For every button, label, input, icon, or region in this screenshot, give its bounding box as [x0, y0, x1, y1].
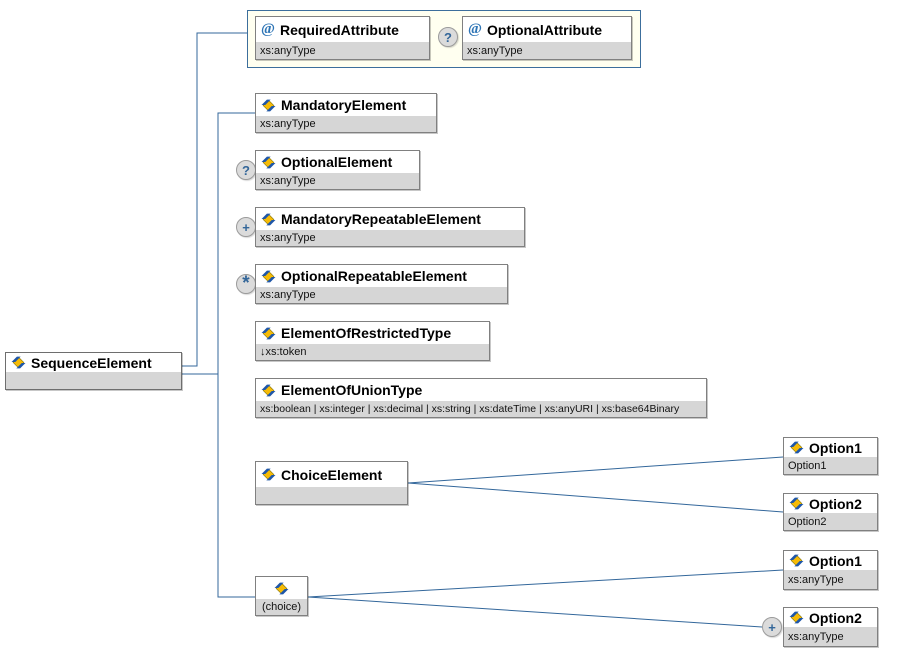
connector-trunk-elements [217, 112, 255, 598]
node-title-row: Option1 [784, 551, 877, 570]
element-icon [261, 384, 276, 397]
node-label: OptionalRepeatableElement [281, 268, 467, 284]
element-icon [261, 99, 276, 112]
node-title-row: ChoiceElement [256, 462, 407, 487]
element-icon [261, 468, 276, 481]
node-title-row: SequenceElement [6, 353, 181, 372]
node-option1-choice[interactable]: Option1 Option1 [783, 437, 878, 475]
node-type-empty [256, 487, 407, 504]
node-label: ElementOfUnionType [281, 382, 423, 398]
node-type: Option2 [784, 513, 877, 530]
connector-root-to-attributes [182, 32, 247, 367]
node-title-row [256, 577, 307, 599]
element-icon [789, 554, 804, 567]
node-type: xs:boolean | xs:integer | xs:decimal | x… [256, 401, 706, 417]
node-type: xs:anyType [784, 570, 877, 589]
node-option2-group[interactable]: Option2 xs:anyType [783, 607, 878, 647]
node-label: ElementOfRestrictedType [281, 325, 452, 341]
node-type: xs:anyType [256, 173, 419, 189]
node-sequenceelement[interactable]: SequenceElement [5, 352, 182, 390]
node-title-row: Option2 [784, 494, 877, 513]
badge-optional-occurrence: ? [236, 160, 256, 180]
node-title-row: OptionalElement [256, 151, 419, 173]
element-icon [11, 356, 26, 369]
node-label: SequenceElement [31, 354, 152, 371]
attribute-icon: @ [468, 21, 482, 37]
node-label: RequiredAttribute [279, 21, 399, 38]
node-type: xs:anyType [256, 42, 429, 59]
badge-one-or-more-option2: + [762, 617, 782, 637]
node-title-row: OptionalRepeatableElement [256, 265, 507, 287]
node-title-row: Option1 [784, 438, 877, 457]
node-label: ChoiceElement [281, 466, 383, 483]
node-title-row: Option2 [784, 608, 877, 627]
element-icon [261, 156, 276, 169]
badge-zero-or-more: * [236, 274, 256, 294]
node-optionalrepeatableelement[interactable]: OptionalRepeatableElement xs:anyType [255, 264, 508, 304]
node-type-empty [6, 372, 181, 389]
node-mandatoryrepeatableelement[interactable]: MandatoryRepeatableElement xs:anyType [255, 207, 525, 247]
node-type: Option1 [784, 457, 877, 474]
element-icon [261, 270, 276, 283]
node-label: Option1 [809, 439, 862, 456]
badge-optional-attribute: ? [438, 27, 458, 47]
connector-choice-to-option1-top [407, 456, 784, 484]
element-icon [261, 213, 276, 226]
node-elementofuniontype[interactable]: ElementOfUnionType xs:boolean | xs:integ… [255, 378, 707, 418]
element-icon [789, 497, 804, 510]
connector-choicegroup-to-option2-bottom [307, 596, 763, 628]
element-icon [789, 611, 804, 624]
node-type: xs:anyType [784, 627, 877, 646]
element-icon [261, 327, 276, 340]
node-type: xs:anyType [463, 42, 631, 59]
node-option1-group[interactable]: Option1 xs:anyType [783, 550, 878, 590]
node-type: xs:anyType [256, 116, 436, 132]
node-choice-group[interactable]: (choice) [255, 576, 308, 616]
attribute-icon: @ [261, 21, 275, 37]
badge-one-or-more: + [236, 217, 256, 237]
node-type: (choice) [256, 599, 307, 615]
node-mandatoryelement[interactable]: MandatoryElement xs:anyType [255, 93, 437, 133]
node-type: ↓xs:token [256, 344, 489, 360]
node-title-row: MandatoryRepeatableElement [256, 208, 524, 230]
node-optionalelement[interactable]: OptionalElement xs:anyType [255, 150, 420, 190]
connector-choice-to-option2-top [407, 482, 784, 513]
node-label: Option2 [809, 609, 862, 626]
node-title-row: ElementOfRestrictedType [256, 322, 489, 344]
element-icon [789, 441, 804, 454]
node-type: xs:anyType [256, 230, 524, 246]
node-title-row: @ OptionalAttribute [463, 17, 631, 42]
node-title-row: @ RequiredAttribute [256, 17, 429, 42]
node-requiredattribute[interactable]: @ RequiredAttribute xs:anyType [255, 16, 430, 60]
node-type: xs:anyType [256, 287, 507, 303]
node-option2-choice[interactable]: Option2 Option2 [783, 493, 878, 531]
node-label: MandatoryElement [281, 97, 407, 113]
node-choiceelement[interactable]: ChoiceElement [255, 461, 408, 505]
node-label: Option1 [809, 552, 862, 569]
node-label: MandatoryRepeatableElement [281, 211, 481, 227]
node-label: Option2 [809, 495, 862, 512]
node-label: OptionalAttribute [486, 21, 603, 38]
node-optionalattribute[interactable]: @ OptionalAttribute xs:anyType [462, 16, 632, 60]
node-title-row: MandatoryElement [256, 94, 436, 116]
node-title-row: ElementOfUnionType [256, 379, 706, 401]
connector-choicegroup-to-option1-bottom [307, 569, 784, 598]
node-label: OptionalElement [281, 154, 393, 170]
element-icon [274, 582, 289, 595]
node-elementofrestrictedtype[interactable]: ElementOfRestrictedType ↓xs:token [255, 321, 490, 361]
